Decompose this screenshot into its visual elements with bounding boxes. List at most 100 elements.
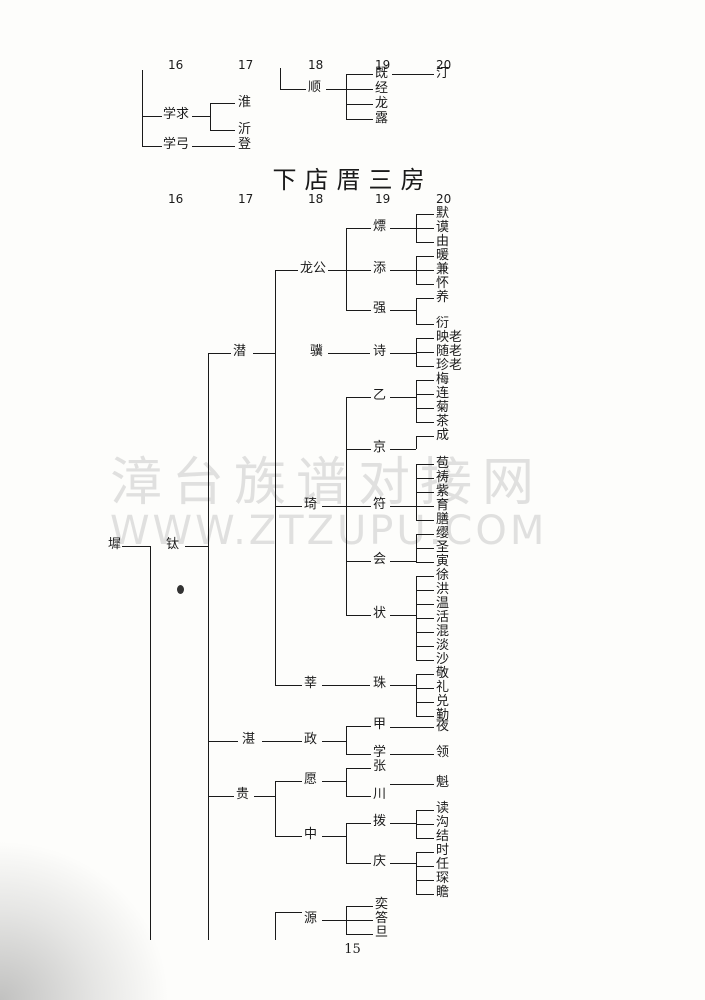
person-name: 谟	[436, 220, 450, 235]
tree-line	[346, 754, 371, 755]
tree-line	[150, 546, 151, 940]
person-name: 夜	[436, 719, 450, 734]
tree-line	[416, 520, 434, 521]
person-name: 沂	[238, 122, 252, 137]
tree-line	[210, 130, 235, 131]
person-name: 墀	[108, 537, 122, 552]
tree-line	[275, 685, 302, 686]
tree-line	[390, 506, 416, 507]
person-name: 贵	[236, 787, 250, 802]
tree-line	[416, 824, 434, 825]
tree-line	[275, 781, 302, 782]
tree-line	[275, 781, 276, 836]
tree-line	[192, 146, 235, 147]
tree-line	[322, 920, 346, 921]
tree-line	[390, 449, 416, 450]
person-name: 梅	[436, 372, 450, 387]
scan-smudge	[0, 840, 170, 1000]
tree-line	[328, 270, 346, 271]
tree-line	[346, 934, 373, 935]
tree-line	[390, 561, 416, 562]
person-name: 京	[373, 440, 387, 455]
person-name: 骥	[310, 344, 324, 359]
person-name: 答	[375, 911, 389, 926]
tree-line	[326, 89, 346, 90]
person-name: 淡	[436, 638, 450, 653]
tree-line	[390, 310, 416, 311]
tree-line	[416, 298, 434, 299]
person-name: 甲	[373, 717, 387, 732]
person-name: 钛	[166, 537, 180, 552]
tree-line	[142, 70, 143, 146]
person-name: 学弓	[163, 137, 190, 152]
tree-line	[416, 894, 434, 895]
generation-number: 18	[308, 58, 324, 72]
generation-number: 20	[436, 58, 452, 72]
tree-line	[280, 89, 306, 90]
generation-number: 19	[375, 192, 391, 206]
person-name: 默	[436, 206, 450, 221]
person-name: 勤	[436, 708, 450, 723]
person-name: 添	[373, 261, 387, 276]
tree-line	[390, 754, 434, 755]
tree-line	[416, 436, 417, 449]
tree-line	[416, 228, 434, 229]
tree-line	[416, 562, 434, 563]
person-name: 温	[436, 596, 450, 611]
tree-line	[346, 768, 371, 769]
tree-line	[416, 618, 434, 619]
tree-line	[346, 228, 371, 229]
tree-line	[390, 270, 416, 271]
tree-line	[416, 534, 434, 535]
tree-line	[346, 863, 371, 864]
tree-line	[416, 702, 434, 703]
tree-line	[346, 906, 373, 907]
tree-line	[416, 810, 434, 811]
person-name: 领	[436, 745, 450, 760]
person-name: 琦	[304, 497, 318, 512]
person-name: 露	[375, 111, 389, 126]
tree-line	[275, 506, 302, 507]
person-name: 菊	[436, 400, 450, 415]
tree-line	[346, 506, 371, 507]
generation-number: 16	[168, 192, 184, 206]
person-name: 暖	[436, 248, 450, 263]
person-name: 顺	[308, 80, 322, 95]
person-name: 活	[436, 610, 450, 625]
watermark-url: WWW.ZTZUPU.COM	[110, 508, 548, 554]
tree-line	[390, 228, 416, 229]
ink-spot	[177, 585, 184, 594]
person-name: 任	[436, 857, 450, 872]
tree-line	[122, 546, 150, 547]
tree-line	[390, 615, 416, 616]
person-name: 洪	[436, 582, 450, 597]
tree-line	[390, 823, 416, 824]
tree-line	[346, 920, 373, 921]
tree-line	[416, 660, 434, 661]
tree-line	[390, 727, 434, 728]
person-name: 时	[436, 843, 450, 858]
generation-number: 16	[168, 58, 184, 72]
tree-line	[416, 478, 434, 479]
person-name: 寅	[436, 554, 450, 569]
tree-line	[275, 912, 276, 940]
person-name: 怀	[436, 276, 450, 291]
tree-line	[192, 116, 210, 117]
person-name: 苞	[436, 456, 450, 471]
page-number: 15	[344, 942, 361, 957]
tree-line	[275, 270, 298, 271]
person-name: 潜	[233, 344, 247, 359]
tree-line	[346, 104, 373, 105]
person-name: 缨	[436, 526, 450, 541]
tree-line	[416, 242, 434, 243]
person-name: 珍老	[436, 358, 463, 373]
person-name: 圣	[436, 540, 450, 555]
tree-line	[416, 380, 417, 422]
section-title: 下店厝三房	[272, 166, 433, 194]
tree-line	[346, 119, 373, 120]
person-name: 强	[373, 301, 387, 316]
tree-line	[416, 464, 434, 465]
tree-line	[416, 284, 434, 285]
tree-line	[416, 352, 434, 353]
